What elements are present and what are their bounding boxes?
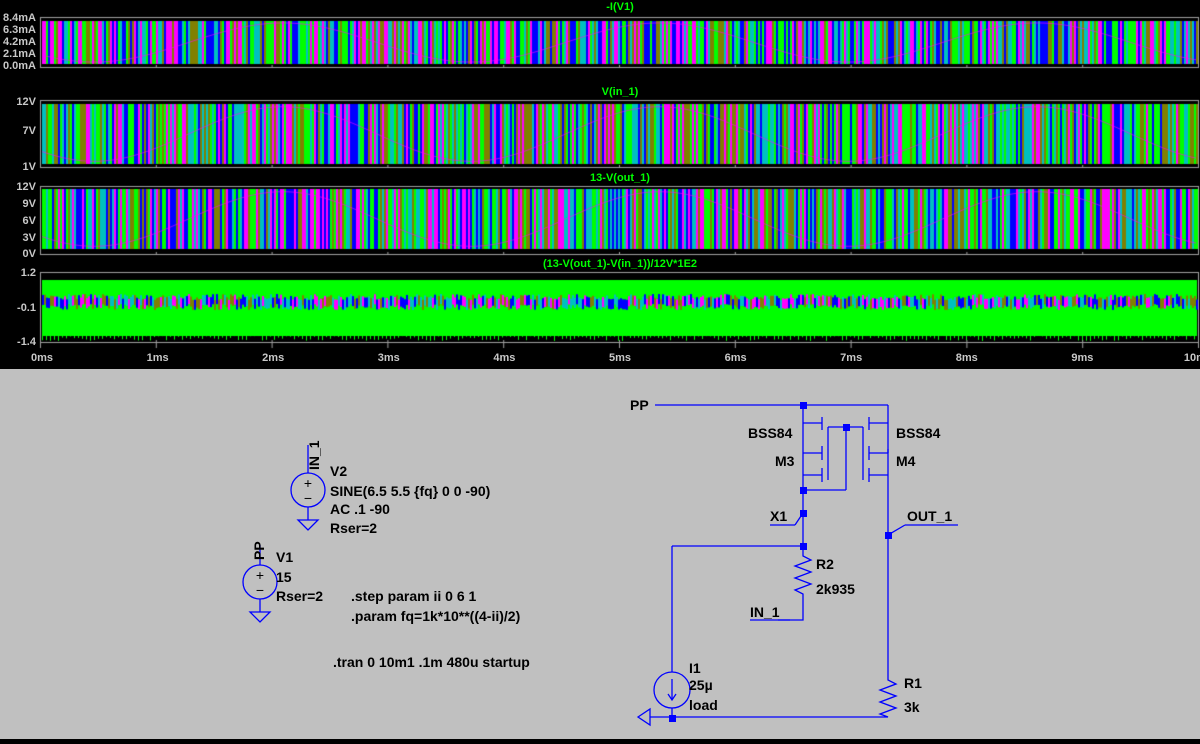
y-tick: 2.1mA: [2, 48, 36, 60]
schematic-canvas[interactable]: + − + − PP BSS84 M3 BSS84 M4 X1 OUT_1 R2…: [0, 369, 1200, 739]
i1-extra[interactable]: load: [689, 697, 718, 713]
x-tick: 9ms: [1071, 352, 1094, 364]
x-tick: 0ms: [30, 352, 54, 364]
y-tick: 6.3mA: [2, 24, 36, 36]
x-tick: 6ms: [724, 352, 747, 364]
m4-model[interactable]: BSS84: [896, 425, 941, 441]
r2-name[interactable]: R2: [816, 556, 834, 572]
m3-model[interactable]: BSS84: [748, 425, 793, 441]
plus-icon: +: [256, 567, 264, 583]
y-tick: 12V: [16, 181, 36, 193]
v2-line2[interactable]: AC .1 -90: [330, 501, 390, 517]
schematic-editor[interactable]: + − + − PP BSS84 M3 BSS84 M4 X1 OUT_1 R2…: [0, 369, 1200, 739]
param-directive[interactable]: .param fq=1k*10**((4-ii)/2): [351, 608, 520, 624]
x-tick: 3ms: [377, 352, 400, 364]
wires[interactable]: [242, 404, 958, 727]
y-tick: 6V: [22, 215, 36, 227]
v2-line1[interactable]: SINE(6.5 5.5 {fq} 0 0 -90): [330, 483, 490, 499]
y-tick: -1.4: [17, 336, 36, 348]
v1-line2[interactable]: Rser=2: [276, 588, 323, 604]
net-label-in-1[interactable]: IN_1: [750, 604, 780, 620]
y-tick: 1V: [22, 161, 36, 173]
r1-value[interactable]: 3k: [904, 699, 920, 715]
x-tick: 8ms: [955, 352, 978, 364]
panel-3-title[interactable]: 13-V(out_1): [590, 172, 650, 184]
m4-name[interactable]: M4: [896, 453, 916, 469]
waveform-viewer[interactable]: -I(V1) V(in_1) 13-V(out_1) (13-V(out_1)-…: [0, 0, 1200, 369]
v1-name[interactable]: V1: [276, 549, 293, 565]
y-tick: 12V: [16, 96, 36, 108]
x-tick: 10ms: [1183, 352, 1200, 364]
minus-icon: −: [304, 490, 312, 506]
net-label-out-1[interactable]: OUT_1: [907, 508, 952, 524]
panel-1-title[interactable]: -I(V1): [606, 1, 634, 13]
junctions: [669, 402, 892, 722]
y-tick: 9V: [22, 198, 36, 210]
x-tick: 7ms: [840, 352, 863, 364]
i1-value[interactable]: 25µ: [689, 677, 713, 693]
v2-name[interactable]: V2: [330, 463, 347, 479]
net-label-v2[interactable]: IN_1: [306, 440, 322, 470]
panel-2-title[interactable]: V(in_1): [601, 86, 639, 98]
i1-name[interactable]: I1: [689, 660, 701, 676]
y-tick: 0V: [22, 248, 36, 260]
step-directive[interactable]: .step param ii 0 6 1: [351, 588, 476, 604]
net-label-v1[interactable]: PP: [251, 541, 267, 560]
tran-directive[interactable]: .tran 0 10m1 .1m 480u startup: [333, 654, 530, 670]
y-tick: 1.2: [20, 267, 36, 279]
minus-icon: −: [256, 582, 264, 598]
y-tick: 8.4mA: [2, 12, 36, 24]
y-tick: 7V: [22, 125, 36, 137]
x-tick: 5ms: [608, 352, 632, 364]
m3-name[interactable]: M3: [775, 453, 795, 469]
net-label-x1[interactable]: X1: [770, 508, 787, 524]
v1-line1[interactable]: 15: [276, 569, 292, 585]
v2-line3[interactable]: Rser=2: [330, 520, 377, 536]
waveform-traces[interactable]: [0, 0, 1200, 369]
panel-4-title[interactable]: (13-V(out_1)-V(in_1))/12V*1E2: [542, 258, 698, 270]
r1-name[interactable]: R1: [904, 675, 922, 691]
y-tick: 4.2mA: [2, 36, 36, 48]
net-label-pp[interactable]: PP: [630, 397, 649, 413]
x-tick: 2ms: [262, 352, 285, 364]
y-tick: -0.1: [17, 302, 36, 314]
x-tick: 4ms: [493, 352, 516, 364]
r2-value[interactable]: 2k935: [816, 581, 855, 597]
plus-icon: +: [304, 475, 312, 491]
y-tick: 3V: [22, 232, 36, 244]
y-tick: 0.0mA: [2, 60, 36, 72]
x-tick: 1ms: [146, 352, 169, 364]
